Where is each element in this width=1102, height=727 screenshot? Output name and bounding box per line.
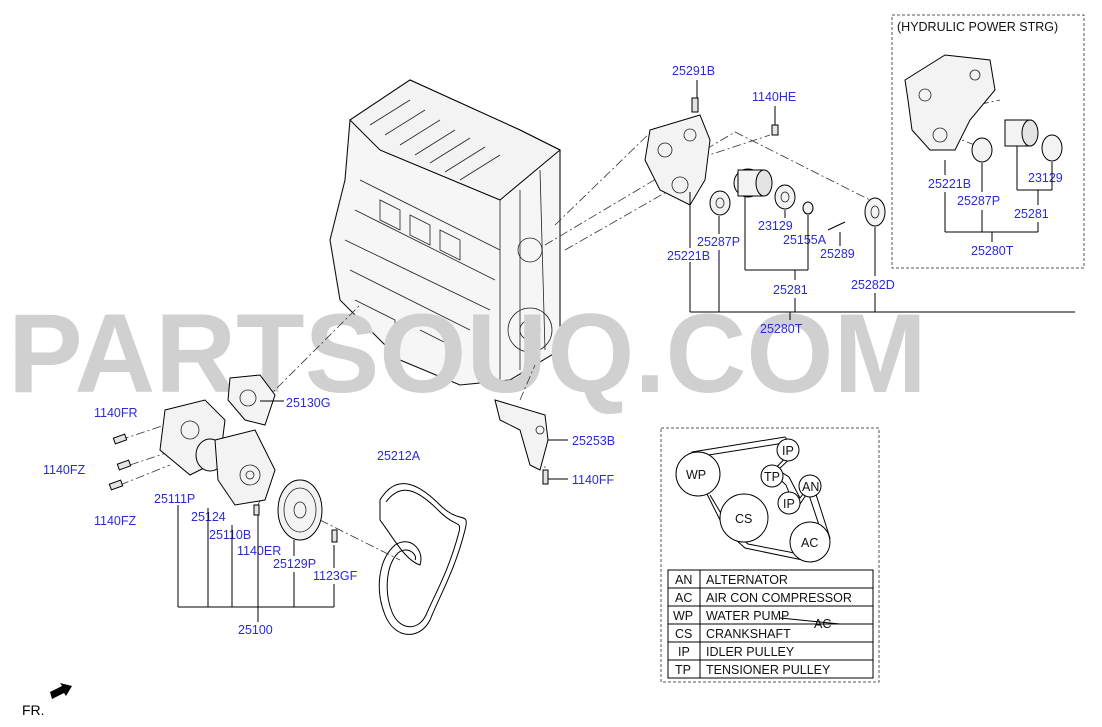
legend-code: AN xyxy=(675,573,692,587)
watermark: PARTSOUQ.COM xyxy=(8,291,927,416)
part-1140FR[interactable]: 1140FR xyxy=(94,406,138,420)
part-25281[interactable]: 25281 xyxy=(773,283,808,297)
part-hydraulic-23129[interactable]: 23129 xyxy=(1028,171,1063,185)
legend-desc: AIR CON COMPRESSOR xyxy=(706,591,852,605)
part-hydraulic-25281[interactable]: 25281 xyxy=(1014,207,1049,221)
part-hydraulic-25280T[interactable]: 25280T xyxy=(971,244,1014,258)
pulley-label-tp: TP xyxy=(764,470,780,484)
part-25110B[interactable]: 25110B xyxy=(209,528,251,542)
pulley-label-an: AN xyxy=(802,480,819,494)
part-hydraulic-25287P[interactable]: 25287P xyxy=(957,194,1000,208)
part-25212A[interactable]: 25212A xyxy=(377,449,421,463)
hydraulic-assembly-illustration xyxy=(904,54,1063,163)
part-25130G[interactable]: 25130G xyxy=(286,396,330,410)
part-1140FZ-upper[interactable]: 1140FZ xyxy=(43,463,86,477)
part-1140FZ-lower[interactable]: 1140FZ xyxy=(94,514,137,528)
part-25221B[interactable]: 25221B xyxy=(667,249,710,263)
legend-desc: CRANKSHAFT xyxy=(706,627,791,641)
part-25282D[interactable]: 25282D xyxy=(851,278,895,292)
part-1140HE[interactable]: 1140HE xyxy=(752,90,796,104)
legend-code: WP xyxy=(673,609,693,623)
pulley-label-ip-bottom: IP xyxy=(783,497,795,511)
drive-belt-illustration xyxy=(378,483,467,635)
pulley-label-ac: AC xyxy=(801,536,818,550)
part-23129[interactable]: 23129 xyxy=(758,219,793,233)
part-25291B[interactable]: 25291B xyxy=(672,64,715,78)
belt-routing-diagram xyxy=(675,436,831,563)
bracket-illustration xyxy=(494,399,549,485)
dashed-leaders xyxy=(119,99,1001,561)
legend-code: AC xyxy=(675,591,692,605)
pulley-label-ip-top: IP xyxy=(782,444,794,458)
pulley-label-wp: WP xyxy=(686,468,706,482)
part-labels: 25291B 1140HE 25287P 25221B 23129 25155A… xyxy=(43,64,1063,637)
belt-pulley-labels: WP IP TP IP AN CS AC xyxy=(686,444,819,550)
part-25111P[interactable]: 25111P xyxy=(154,492,195,506)
leader-lines xyxy=(177,80,1075,622)
part-25287P[interactable]: 25287P xyxy=(697,235,740,249)
legend-code: TP xyxy=(675,663,691,677)
part-1140FF[interactable]: 1140FF xyxy=(572,473,615,487)
water-pump-illustration xyxy=(108,374,338,543)
tensioner-assembly-illustration xyxy=(644,97,886,231)
hydraulic-title: (HYDRULIC POWER STRG) xyxy=(897,20,1058,34)
legend-code: IP xyxy=(678,645,690,659)
hydraulic-box xyxy=(891,14,1085,269)
part-25129P[interactable]: 25129P xyxy=(273,557,316,571)
legend-desc: WATER PUMP xyxy=(706,609,789,623)
part-1140ER[interactable]: 1140ER xyxy=(237,544,281,558)
part-25155A[interactable]: 25155A xyxy=(783,233,827,247)
part-25280T[interactable]: 25280T xyxy=(760,322,803,336)
legend-desc: TENSIONER PULLEY xyxy=(706,663,831,677)
legend-desc: IDLER PULLEY xyxy=(706,645,795,659)
front-indicator: FR. xyxy=(22,683,72,718)
part-25100[interactable]: 25100 xyxy=(238,623,273,637)
front-label: FR. xyxy=(22,702,45,718)
legend-table: AN ALTERNATOR AC AIR CON COMPRESSOR WP W… xyxy=(667,569,874,679)
part-25289[interactable]: 25289 xyxy=(820,247,855,261)
part-1123GF[interactable]: 1123GF xyxy=(313,569,358,583)
part-25253B[interactable]: 25253B xyxy=(572,434,615,448)
engine-block-illustration xyxy=(329,79,561,386)
legend-desc: ALTERNATOR xyxy=(706,573,788,587)
stray-ac-label: AC xyxy=(814,617,831,631)
part-hydraulic-25221B[interactable]: 25221B xyxy=(928,177,971,191)
legend-code: CS xyxy=(675,627,692,641)
pulley-label-cs: CS xyxy=(735,512,752,526)
belt-routing-box xyxy=(660,427,880,683)
front-arrow-icon xyxy=(50,683,72,699)
